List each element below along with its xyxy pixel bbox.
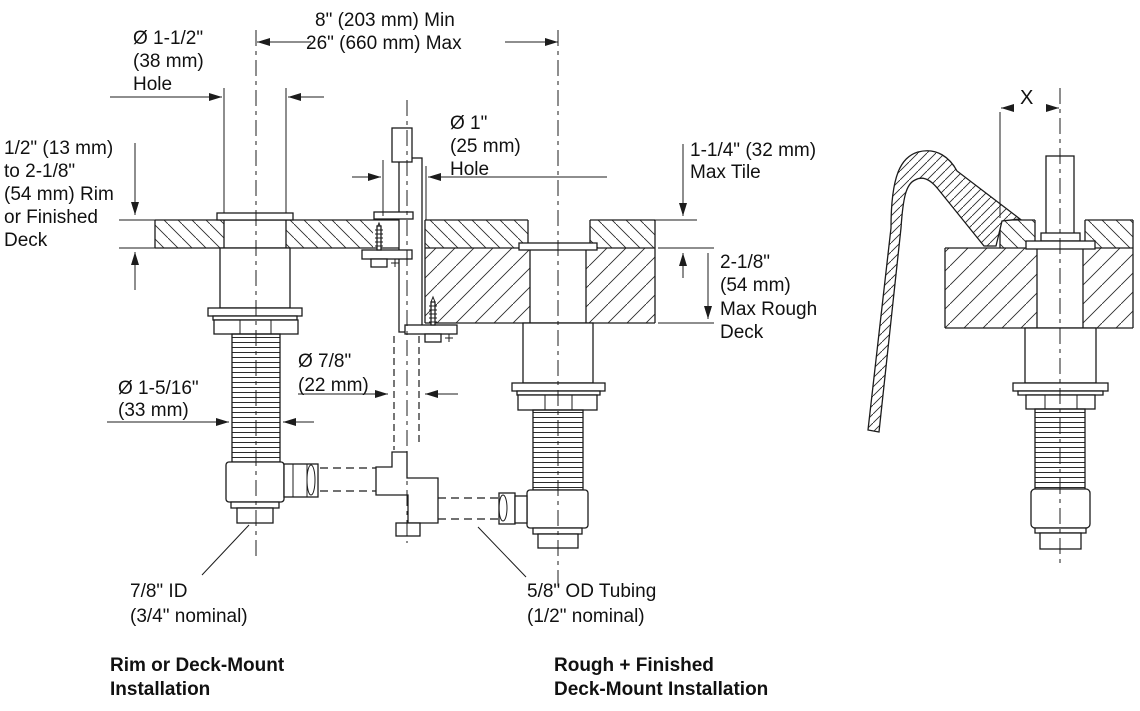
nut-facets (544, 395, 573, 410)
deck-hatching (155, 220, 655, 323)
valve-body (219, 247, 291, 309)
deck-range-label: 1/2" (13 mm) (4, 138, 113, 159)
svg-text:Max Rough: Max Rough (720, 299, 817, 320)
left-valve-assembly (207, 88, 319, 524)
spout-mount-assembly (361, 127, 458, 450)
svg-text:Hole: Hole (133, 74, 172, 95)
spout-deck-flange (373, 211, 414, 220)
spread-min-label: 8" (203 mm) Min (315, 10, 455, 31)
tile-layer-hatch (590, 220, 655, 248)
svg-text:Deck: Deck (4, 230, 48, 251)
leader-line-id78 (201, 524, 250, 576)
id78-label: 7/8" ID (130, 581, 187, 602)
nut-facets (239, 320, 272, 334)
supply-elbow (225, 461, 285, 503)
dimension-annotations (107, 38, 714, 578)
caption-right: Rough + Finished (554, 655, 714, 676)
detail-view-rough-finished (867, 88, 1134, 567)
supply-tube-left (320, 467, 376, 492)
svg-text:(54 mm) Rim: (54 mm) Rim (4, 184, 114, 205)
deck-outline (944, 219, 1134, 329)
svg-text:Deck: Deck (720, 322, 764, 343)
hole38-label: Ø 1-1/2" (133, 28, 203, 49)
svg-text:(3/4" nominal): (3/4" nominal) (130, 606, 248, 627)
tee-bottom-stub (395, 522, 421, 537)
clamp-screw (370, 221, 399, 268)
finished-deck-hatch (155, 220, 224, 248)
svg-text:(25 mm): (25 mm) (450, 136, 521, 157)
hole25-label: Ø 1" (450, 113, 487, 134)
svg-text:Max Tile: Max Tile (690, 162, 761, 183)
elbow-base-plate (230, 501, 280, 509)
caption-left: Rim or Deck-Mount (110, 655, 285, 676)
shank33-label: Ø 1-5/16" (118, 378, 199, 399)
pipe22-label: Ø 7/8" (298, 351, 351, 372)
rough-deck-hatch (586, 248, 655, 323)
tile-layer-hatch (425, 220, 528, 248)
svg-text:(54 mm): (54 mm) (720, 275, 791, 296)
max-rough-label: 2-1/8" (720, 252, 770, 273)
spout-supply-pipe-hidden (393, 336, 420, 450)
supply-tube-right (438, 497, 499, 520)
svg-text:(33 mm): (33 mm) (118, 400, 189, 421)
svg-text:or Finished: or Finished (4, 207, 98, 228)
spout-shank-outer (398, 157, 423, 333)
elbow-bottom-stub (236, 507, 274, 524)
elbow-outlet (514, 495, 528, 524)
upper-clamp-plate (361, 249, 413, 260)
svg-text:Deck-Mount Installation: Deck-Mount Installation (554, 679, 768, 700)
od58-label: 5/8" OD Tubing (527, 581, 656, 602)
svg-text:Installation: Installation (110, 679, 210, 700)
rough-deck-hatch (425, 248, 530, 323)
leader-line-od58 (477, 526, 527, 578)
outlet-mouth (306, 464, 316, 496)
spread-max-label: 26" (660 mm) Max (306, 33, 462, 54)
lower-clamp-plate (404, 324, 458, 335)
max-tile-label: 1-1/4" (32 mm) (690, 140, 816, 161)
labels: 8" (203 mm) Min 26" (660 mm) Max Ø 1-1/2… (4, 10, 1033, 700)
deck-hatching (945, 220, 1133, 328)
hole-extension-lines (223, 88, 287, 213)
svg-text:Hole: Hole (450, 159, 489, 180)
finished-deck-hatch (286, 220, 373, 248)
spout-shank-inner (391, 127, 413, 163)
svg-text:(22 mm): (22 mm) (298, 375, 369, 396)
clamp-screw (424, 295, 453, 343)
nut-facets (1044, 395, 1078, 409)
valve-top-flange (216, 212, 294, 221)
tee-fitting-and-tubing (320, 451, 499, 537)
x-dim-label: X (1020, 87, 1033, 109)
x-dimension (999, 104, 1059, 218)
outlet-mouth (498, 494, 508, 522)
sink-rim-section (867, 150, 1022, 433)
elbow-outlet (283, 463, 319, 498)
svg-text:to 2-1/8": to 2-1/8" (4, 161, 75, 182)
centerlines (255, 30, 559, 588)
washer (207, 307, 303, 317)
tee-fitting (375, 451, 439, 524)
svg-text:(38 mm): (38 mm) (133, 51, 204, 72)
main-section-view (107, 30, 714, 588)
svg-text:(1/2" nominal): (1/2" nominal) (527, 606, 645, 627)
